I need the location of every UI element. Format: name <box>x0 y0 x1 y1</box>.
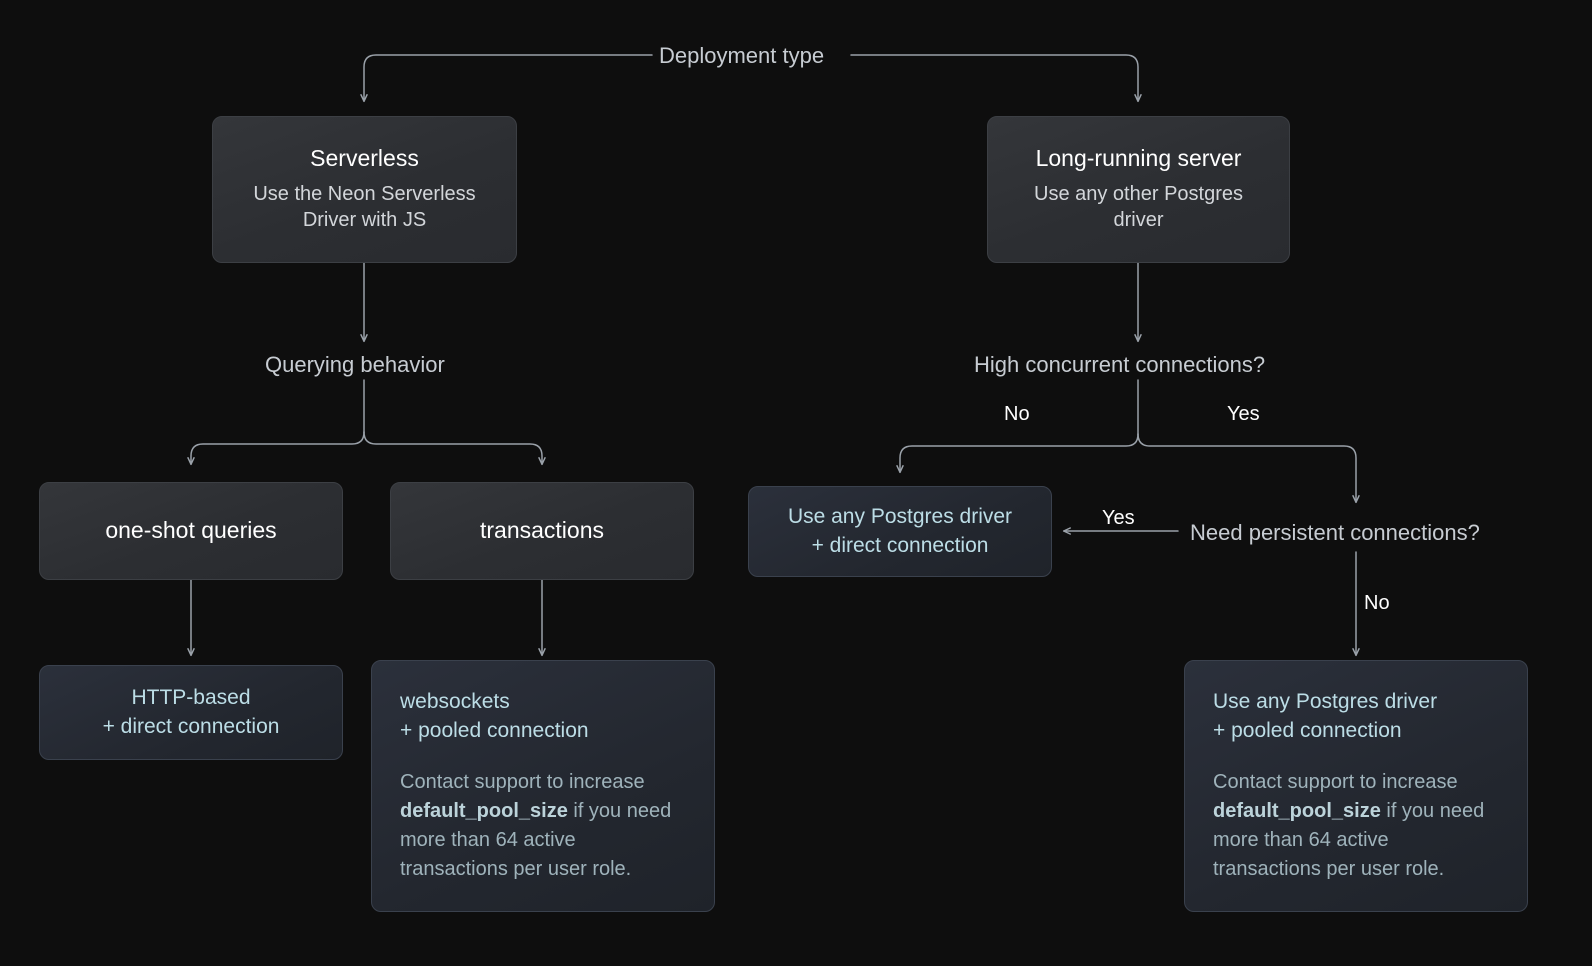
node-http-based-line1: HTTP-based <box>131 685 251 709</box>
node-use-any-driver-pooled-note: Contact support to increase default_pool… <box>1213 768 1499 884</box>
edge-label-persistent-yes: Yes <box>1102 507 1135 529</box>
note-text-before: Contact support to increase <box>400 770 645 793</box>
node-use-any-driver-direct-line1: Use any Postgres driver <box>787 504 1013 528</box>
node-use-any-driver-pooled-line1: Use any Postgres driver <box>1213 690 1438 714</box>
node-one-shot-queries[interactable]: one-shot queries <box>39 482 343 580</box>
node-serverless[interactable]: Serverless Use the Neon Serverless Drive… <box>212 116 517 263</box>
node-use-any-driver-pooled-line2: + pooled connection <box>1213 719 1402 742</box>
note-text-after: if you need more than 64 active transact… <box>1213 799 1485 880</box>
decision-label-high-concurrent-connections: High concurrent connections? <box>974 352 1266 377</box>
node-serverless-title: Serverless <box>310 145 419 172</box>
edge-querying-to-oneshot <box>187 431 365 466</box>
node-use-any-driver-pooled[interactable]: Use any Postgres driver + pooled connect… <box>1184 660 1528 912</box>
edge-label-concurrent-yes: Yes <box>1227 403 1260 425</box>
node-transactions-title: transactions <box>479 517 604 544</box>
node-websockets-line2: + pooled connection <box>400 719 589 742</box>
edge-label-persistent-no: No <box>1364 592 1390 614</box>
node-http-based-line2: + direct connection <box>102 714 280 738</box>
node-websockets-pooled[interactable]: websockets + pooled connection Contact s… <box>371 660 715 912</box>
edge-concurrent-no <box>896 433 1139 474</box>
decision-label-querying-behavior: Querying behavior <box>265 352 445 377</box>
node-serverless-subtitle: Use the Neon Serverless Driver with JS <box>253 182 476 232</box>
note-code-default-pool-size: default_pool_size <box>1213 799 1381 822</box>
node-websockets-note: Contact support to increase default_pool… <box>400 768 686 884</box>
edge-root-to-longrunning <box>850 54 1142 103</box>
edge-querying-to-transactions <box>363 431 546 466</box>
note-code-default-pool-size: default_pool_size <box>400 799 568 822</box>
node-use-any-driver-direct-line2: + direct connection <box>811 533 989 557</box>
node-http-based-direct[interactable]: HTTP-based + direct connection <box>39 665 343 760</box>
node-websockets-line1: websockets <box>400 690 510 714</box>
note-text-before: Contact support to increase <box>1213 770 1458 793</box>
edge-label-concurrent-no: No <box>1004 403 1030 425</box>
node-long-running-server[interactable]: Long-running server Use any other Postgr… <box>987 116 1290 263</box>
edge-root-to-serverless <box>360 54 653 103</box>
note-text-after: if you need more than 64 active transact… <box>400 799 672 880</box>
node-long-running-subtitle: Use any other Postgres driver <box>1034 182 1243 232</box>
node-one-shot-queries-title: one-shot queries <box>105 517 277 544</box>
node-long-running-title: Long-running server <box>1035 145 1242 172</box>
decision-label-deployment-type: Deployment type <box>659 43 825 68</box>
edge-concurrent-yes <box>1137 433 1360 504</box>
node-use-any-driver-direct[interactable]: Use any Postgres driver + direct connect… <box>748 486 1052 577</box>
decision-label-need-persistent-connections: Need persistent connections? <box>1190 520 1480 545</box>
node-transactions[interactable]: transactions <box>390 482 694 580</box>
